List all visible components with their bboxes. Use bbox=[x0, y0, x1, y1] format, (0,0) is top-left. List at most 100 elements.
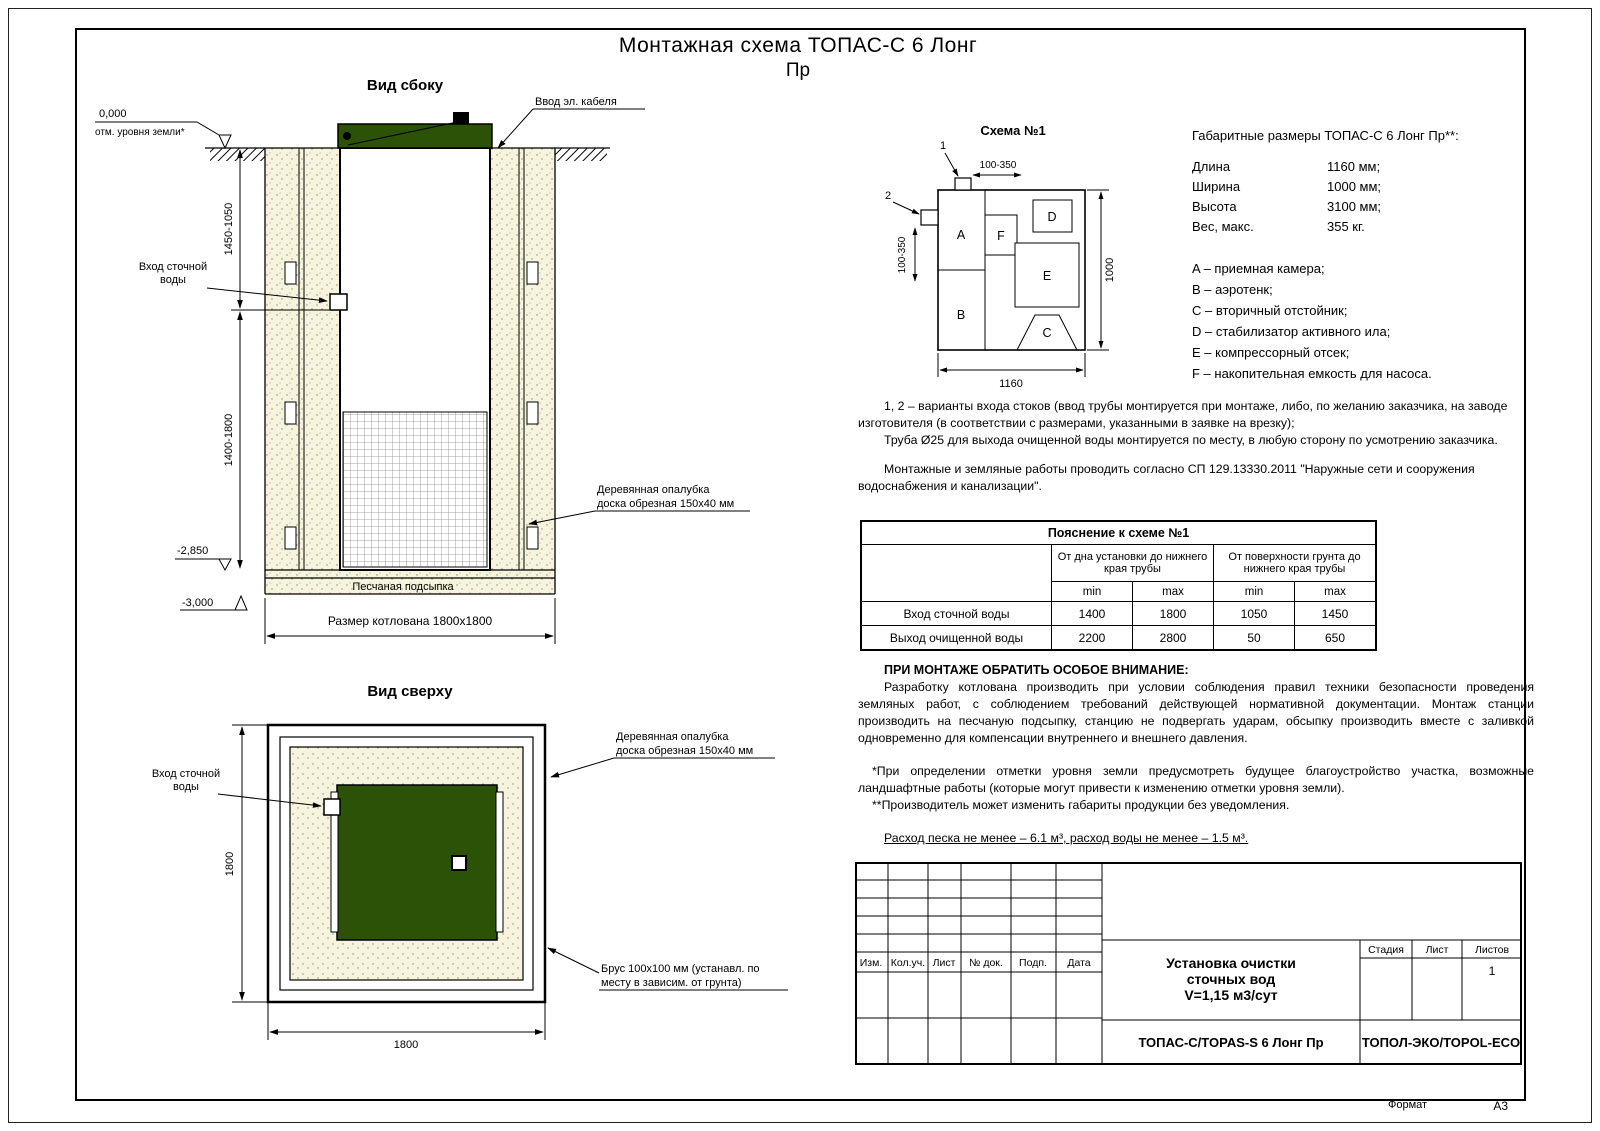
dim-top-100-350: 100-350 bbox=[980, 160, 1017, 171]
compartment-d-label: D bbox=[1047, 210, 1056, 224]
cable-entry-callout: Ввод эл. кабеля bbox=[497, 96, 645, 149]
wooden-formwork bbox=[284, 148, 539, 570]
compartment-e-label: E bbox=[1043, 269, 1051, 283]
legend-item: B – аэротенк; bbox=[1192, 282, 1273, 297]
stage-label: Стадия bbox=[1368, 944, 1404, 956]
inlet-label-line1: Вход сточной bbox=[152, 768, 220, 780]
elevation-zero-note: отм. уровня земли* bbox=[95, 127, 185, 138]
compartments-legend: A – приемная камера; B – аэротенк; C – в… bbox=[1192, 258, 1432, 384]
attention-block: ПРИ МОНТАЖЕ ОБРАТИТЬ ОСОБОЕ ВНИМАНИЕ: Ра… bbox=[858, 662, 1534, 847]
plan-dimensions: 1800 1800 bbox=[224, 724, 546, 1051]
left-dimensions: 1450-1050 1400-1800 bbox=[223, 149, 329, 569]
elevation-3000-value: -3,000 bbox=[182, 597, 213, 609]
top-view-title: Вид сверху bbox=[367, 683, 453, 700]
model-name: ТОПАС-С/TOPAS-S 6 Лонг Пр bbox=[1138, 1035, 1323, 1050]
legend-item: C – вторичный отстойник; bbox=[1192, 303, 1348, 318]
tank-section bbox=[329, 112, 493, 571]
unit-lid-plan bbox=[336, 784, 498, 941]
sheets-value: 1 bbox=[1489, 964, 1496, 978]
pit-size-dimension: Размер котлована 1800х1800 bbox=[264, 598, 556, 644]
table-title: Пояснение к схеме №1 bbox=[860, 520, 1377, 545]
sheets-label: Листов bbox=[1475, 944, 1510, 956]
side-view-title: Вид сбоку bbox=[367, 77, 444, 94]
vent-pipe bbox=[453, 112, 469, 124]
inlet-label-line2: воды bbox=[160, 274, 186, 286]
notes-block: 1, 2 – варианты входа стоков (ввод трубы… bbox=[858, 398, 1526, 495]
beam-callout: Брус 100х100 мм (устанавл. по месту в за… bbox=[547, 947, 788, 991]
formwork-callout: Деревянная опалубка доска обрезная 150х4… bbox=[528, 484, 750, 526]
attention-heading: ПРИ МОНТАЖЕ ОБРАТИТЬ ОСОБОЕ ВНИМАНИЕ: bbox=[884, 663, 1189, 677]
dim-1000: 1000 bbox=[1104, 258, 1116, 282]
header-kol: Кол.уч. bbox=[891, 957, 925, 969]
compartment-a-label: A bbox=[957, 228, 966, 242]
footnote-ground-level: *При определении отметки уровня земли пр… bbox=[858, 764, 1534, 796]
dimensions-heading: Габаритные размеры ТОПАС-С 6 Лонг Пр**: bbox=[1192, 128, 1459, 143]
project-name-line3: V=1,15 м3/сут bbox=[1184, 987, 1277, 1003]
compartment-c-label: C bbox=[1042, 326, 1051, 340]
format-label: Формат bbox=[1388, 1099, 1428, 1111]
format-note: Формат А3 bbox=[1388, 1099, 1508, 1113]
dimension-row: Вес, макс.355 кг. bbox=[1192, 219, 1365, 234]
dim-bottom-1800: 1800 bbox=[394, 1039, 418, 1051]
table-row: Выход очищенной воды 2200 2800 50 650 bbox=[860, 625, 1377, 651]
inlet-label-line1: Вход сточной bbox=[139, 261, 207, 273]
cable-gland bbox=[451, 855, 467, 871]
side-view-drawing: Вид сбоку Ввод эл. кабеля bbox=[95, 77, 750, 644]
inlet-variant-2: 2 100-350 bbox=[885, 190, 939, 282]
elevation-3000: -3,000 bbox=[180, 594, 248, 611]
title-block-grid bbox=[855, 862, 1522, 1065]
table-max-header: max bbox=[1132, 581, 1214, 602]
legend-item: A – приемная камера; bbox=[1192, 261, 1325, 276]
header-list: Лист bbox=[933, 957, 956, 969]
tank-lower-section bbox=[342, 411, 488, 568]
table-group-header-1: От дна установки до нижнего края трубы bbox=[1051, 544, 1214, 582]
drawing-title-line1: Монтажная схема ТОПАС-С 6 Лонг bbox=[618, 34, 978, 57]
dim-lower-depth: 1400-1800 bbox=[223, 414, 235, 467]
formwork-label-line2: доска обрезная 150х40 мм bbox=[597, 498, 734, 510]
formwork-callout: Деревянная опалубка доска обрезная 150х4… bbox=[550, 731, 775, 778]
variant-1-label: 1 bbox=[940, 140, 946, 152]
title-block: Изм. Кол.уч. Лист № док. Подп. Дата Стад… bbox=[855, 862, 1522, 1065]
inlet-callout: Вход сточной воды bbox=[139, 261, 328, 303]
note-inlet-variants: 1, 2 – варианты входа стоков (ввод трубы… bbox=[858, 399, 1508, 430]
elevation-zero: 0,000 отм. уровня земли* bbox=[95, 108, 232, 150]
header-ndok: № док. bbox=[969, 957, 1003, 969]
unit-plan bbox=[323, 784, 504, 941]
dim-1160: 1160 bbox=[999, 378, 1023, 390]
beam-label-line1: Брус 100х100 мм (устанавл. по bbox=[601, 963, 760, 975]
table-max-header: max bbox=[1294, 581, 1377, 602]
header-podp: Подп. bbox=[1019, 957, 1047, 969]
table-group-header-2: От поверхности грунта до нижнего края тр… bbox=[1213, 544, 1377, 582]
drawing-title-line2: Пр bbox=[785, 60, 811, 81]
table-corner-cell bbox=[860, 544, 1052, 602]
schema1-explanation-table: Пояснение к схеме №1 От дна установки до… bbox=[860, 520, 1377, 651]
legend-item: F – накопительная емкость для насоса. bbox=[1192, 366, 1432, 381]
format-value: А3 bbox=[1493, 1099, 1508, 1113]
formwork-label-line1: Деревянная опалубка bbox=[597, 484, 710, 496]
unit-layout: A B F D E C bbox=[937, 189, 1086, 351]
elevation-flag-icon bbox=[234, 594, 248, 611]
project-name-line2: сточных вод bbox=[1187, 971, 1276, 987]
sheet-label: Лист bbox=[1426, 944, 1449, 956]
formwork-label-line1: Деревянная опалубка bbox=[616, 731, 729, 743]
elevation-zero-value: 0,000 bbox=[99, 108, 127, 120]
elevation-flag-icon bbox=[218, 134, 232, 150]
company-name: ТОПОЛ-ЭКО/TOPOL-ECO bbox=[1362, 1035, 1520, 1050]
overall-dimensions-block: Габаритные размеры ТОПАС-С 6 Лонг Пр**: … bbox=[1192, 128, 1537, 237]
page-border bbox=[8, 8, 1592, 1123]
dim-left-100-350: 100-350 bbox=[897, 236, 908, 273]
elevation-2850-value: -2,850 bbox=[177, 545, 208, 557]
inlet-callout: Вход сточной воды bbox=[152, 768, 322, 808]
pit-size-label: Размер котлована 1800х1800 bbox=[328, 614, 493, 628]
beam-label-line2: месту в зависим. от грунта) bbox=[601, 977, 742, 989]
consumption-note: Расход песка не менее – 6.1 м³, расход в… bbox=[884, 831, 1249, 846]
table-row: Вход сточной воды 1400 1800 1050 1450 bbox=[860, 601, 1377, 626]
sand-bedding-label: Песчаная подсыпка bbox=[352, 581, 454, 593]
project-name-line1: Установка очистки bbox=[1166, 955, 1296, 971]
dim-left-1800: 1800 bbox=[224, 852, 236, 876]
footnote-manufacturer: **Производитель может изменить габариты … bbox=[872, 798, 1290, 813]
inlet-pipe-stub bbox=[329, 293, 348, 311]
note-sp-standard: Монтажные и земляные работы проводить со… bbox=[858, 461, 1475, 493]
